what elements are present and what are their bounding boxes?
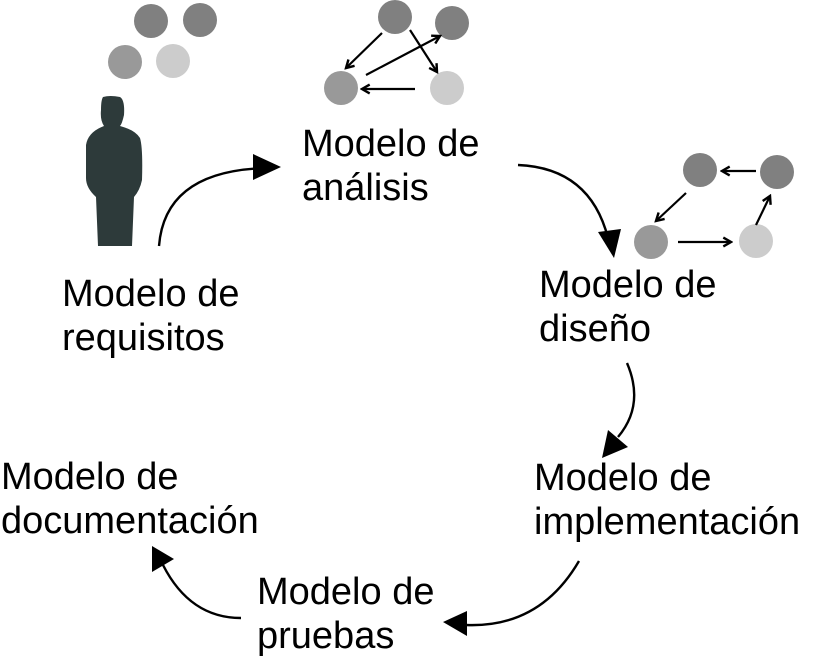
edge-arrow bbox=[656, 192, 687, 221]
flow-arrow-analisis-diseno bbox=[517, 163, 610, 239]
arrowhead bbox=[443, 611, 467, 636]
stage-label-line1: Modelo de bbox=[539, 264, 717, 306]
stage-requisitos: Modelo de requisitos bbox=[62, 272, 239, 360]
design-cycle-icon bbox=[634, 153, 794, 259]
stage-label-line1: Modelo de bbox=[1, 456, 179, 498]
flow-arrow-diseno-implementacion bbox=[617, 362, 636, 438]
edge-arrow bbox=[409, 29, 437, 72]
stage-label-line1: Modelo de bbox=[302, 123, 480, 165]
arrowhead bbox=[152, 546, 174, 572]
node bbox=[108, 45, 142, 79]
node bbox=[683, 153, 717, 187]
arrowhead bbox=[598, 229, 621, 258]
stage-label-line1: Modelo de bbox=[257, 571, 435, 613]
stage-analisis: Modelo de análisis bbox=[302, 122, 479, 210]
stage-label-line2: pruebas bbox=[257, 615, 395, 657]
stage-implementacion: Modelo de implementación bbox=[534, 456, 800, 544]
stage-label-line2: documentación bbox=[1, 500, 259, 542]
node bbox=[378, 0, 412, 34]
node bbox=[739, 224, 773, 258]
edge-arrow bbox=[346, 32, 383, 68]
node bbox=[183, 3, 217, 37]
stage-label-line2: requisitos bbox=[62, 317, 225, 359]
flow-arrow-requisitos-analisis bbox=[157, 163, 270, 247]
node bbox=[634, 225, 668, 259]
arrowhead bbox=[253, 154, 281, 180]
person-icon bbox=[86, 96, 143, 246]
node bbox=[134, 4, 168, 38]
person-with-nodes-icon bbox=[86, 3, 217, 246]
stage-label-line2: diseño bbox=[539, 308, 651, 350]
stage-pruebas: Modelo de pruebas bbox=[257, 570, 434, 658]
stage-label-line2: implementación bbox=[534, 501, 801, 543]
node bbox=[156, 44, 190, 78]
node bbox=[324, 71, 358, 105]
arrowhead bbox=[602, 430, 628, 458]
node bbox=[430, 71, 464, 105]
stage-label-line1: Modelo de bbox=[534, 457, 712, 499]
stage-documentacion: Modelo de documentación bbox=[1, 455, 259, 543]
edge-arrow bbox=[365, 36, 440, 76]
node bbox=[760, 155, 794, 189]
node bbox=[435, 6, 469, 40]
flow-arrow-pruebas-documentacion bbox=[161, 564, 242, 620]
analysis-graph-icon bbox=[324, 0, 469, 105]
flow-arrow-implementacion-pruebas bbox=[465, 560, 581, 627]
edge-arrow bbox=[755, 196, 770, 226]
stage-label-line2: análisis bbox=[302, 167, 429, 209]
stage-diseno: Modelo de diseño bbox=[539, 263, 716, 351]
stage-label-line1: Modelo de bbox=[62, 273, 240, 315]
